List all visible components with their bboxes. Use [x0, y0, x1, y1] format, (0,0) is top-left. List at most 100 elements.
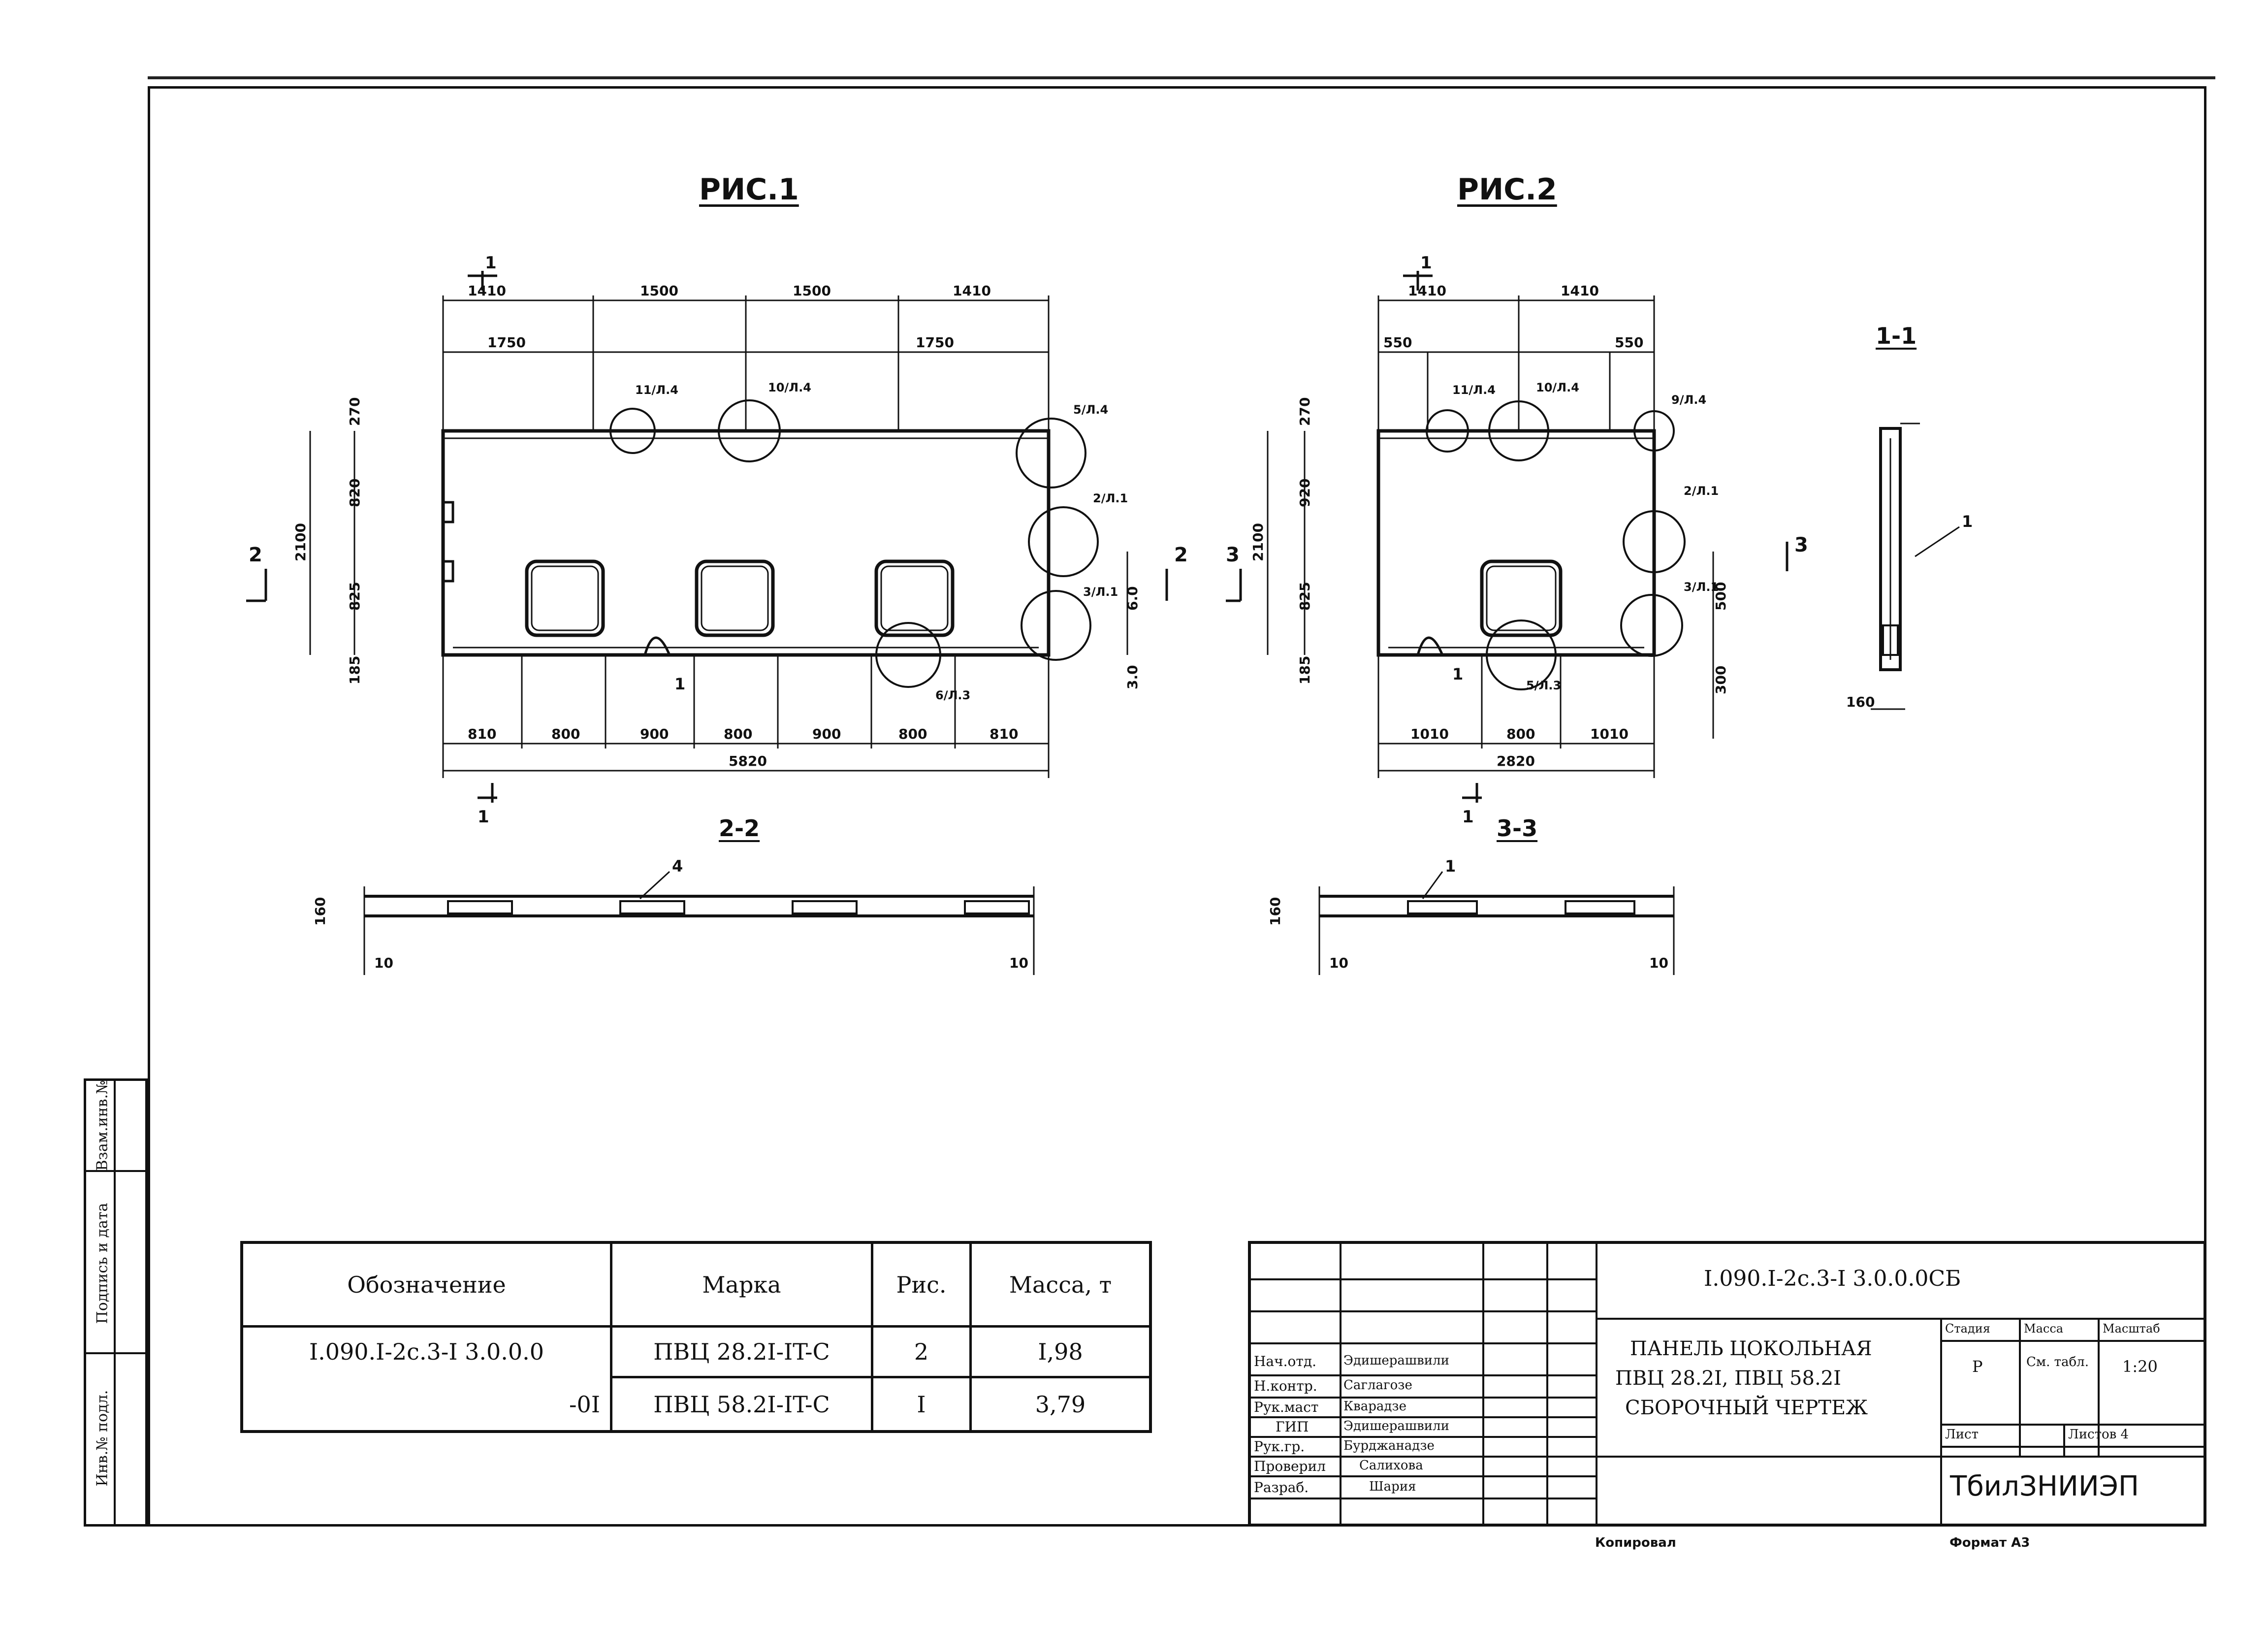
spec-header-designation: Обозначение	[347, 1271, 506, 1298]
tb-role-6: Проверил	[1254, 1458, 1326, 1474]
spec-col-divider	[969, 1244, 972, 1430]
spec-col-divider	[610, 1244, 612, 1430]
fig1-dim-top-4: 1410	[953, 283, 991, 299]
tb-grid-line	[1251, 1342, 1596, 1344]
tb-grid-line	[1546, 1244, 1548, 1525]
fig1-dim-left-5: 185	[347, 656, 363, 684]
fig2-title: РИС.2	[1457, 172, 1557, 207]
fig2-callout-3: 3/Л.1	[1684, 580, 1719, 594]
section-1-1-drawing: 1 160	[1846, 423, 1973, 710]
fig2-dim-top-1: 1410	[1408, 283, 1446, 299]
tb-name-6: Салихова	[1359, 1458, 1423, 1473]
side-label-inv-no: Инв.№ подл.	[94, 1390, 111, 1486]
side-strip-divider	[86, 1081, 116, 1524]
fig1-drawing: 1410 1500 1500 1410 1750 1750 270 2100 8…	[246, 253, 1188, 827]
fig2-dim-left-3: 920	[1297, 479, 1313, 507]
fig1-dim-top-3: 1500	[793, 283, 831, 299]
tb-grid-line	[1251, 1374, 1596, 1376]
section-3-3-callout: 1	[1445, 857, 1456, 876]
tb-grid-line	[1251, 1498, 1596, 1499]
fig2-callout-2: 2/Л.1	[1684, 484, 1719, 498]
fig2-dim-bottom-3: 1010	[1590, 726, 1629, 742]
tb-scale-value: 1:20	[2122, 1357, 2158, 1376]
fig1-dim-bottom-2: 800	[551, 726, 580, 742]
fig1-section-mark-top: 1	[485, 253, 497, 273]
fig2-dim-left-2: 2100	[1250, 523, 1266, 561]
tb-grid-line	[1482, 1244, 1484, 1525]
fig2-dim-left-5: 185	[1297, 656, 1313, 684]
section-2-2-right: 10	[1009, 955, 1028, 971]
spec-row2-fig: I	[917, 1391, 926, 1418]
fig2-callout-5: 5/Л.3	[1526, 679, 1561, 692]
tb-stage-header: Стадия	[1945, 1322, 1990, 1335]
tb-stage-value: Р	[1972, 1357, 1983, 1376]
fig1-callout-1: 1	[674, 675, 685, 693]
fig1-dim-left-3: 820	[347, 479, 363, 507]
fig2-dim-bottom-2: 800	[1506, 726, 1535, 742]
section-3-3-drawing: 160 1 10 10	[1267, 857, 1675, 975]
title-block: Нач.отд. Н.контр. Рук.маст ГИП Рук.гр. П…	[1248, 1241, 2206, 1527]
fig2-drawing: 1410 1410 550 550 270 2100 920 825 185 1…	[1226, 253, 1808, 827]
spec-row2-designation: -0I	[569, 1391, 600, 1418]
fig1-dim-top-2: 1500	[640, 283, 678, 299]
tb-grid-line	[1940, 1318, 1942, 1525]
side-strip-cell	[86, 1081, 145, 1172]
tb-grid-line	[1251, 1456, 1596, 1458]
fig1-callout-6: 6/Л.3	[935, 688, 970, 702]
fig1-dim-bottom-5: 900	[812, 726, 841, 742]
fig1-dim-bottom-1: 810	[468, 726, 496, 742]
tb-scale-header: Масштаб	[2103, 1322, 2160, 1335]
spec-col-divider	[871, 1244, 873, 1430]
fig2-dim-total: 2820	[1497, 753, 1535, 769]
tb-role-1: Нач.отд.	[1254, 1353, 1317, 1369]
section-3-3-thickness: 160	[1267, 897, 1283, 926]
footer-copied: Копировал	[1595, 1535, 1676, 1550]
tb-grid-line	[2019, 1318, 2021, 1456]
tb-grid-line	[2063, 1424, 2065, 1456]
tb-grid-line	[1251, 1416, 1596, 1418]
fig2-dim-right-2: 300	[1713, 666, 1729, 694]
tb-sheet-label: Лист	[1945, 1427, 1979, 1442]
tb-role-4: ГИП	[1276, 1419, 1309, 1435]
section-2-2-left: 10	[374, 955, 393, 971]
fig1-section-mark-left: 2	[249, 544, 262, 566]
spec-row-divider	[243, 1325, 1149, 1328]
footer-format: Формат А3	[1949, 1535, 2030, 1550]
fig2-dim-bottom-1: 1010	[1410, 726, 1449, 742]
fig1-dim-bottom-7: 810	[990, 726, 1018, 742]
side-approval-strip: Инв.№ подл. Подпись и дата Взам.инв.№	[84, 1078, 148, 1527]
tb-role-7: Разраб.	[1254, 1479, 1309, 1496]
section-2-2-drawing: 160 4 10 10	[312, 857, 1035, 975]
spec-row2-mark: ПВЦ 58.2I-IT-С	[653, 1391, 830, 1418]
tb-name-line-1: ПАНЕЛЬ ЦОКОЛЬНАЯ	[1630, 1337, 1872, 1360]
tb-grid-line	[1940, 1446, 2204, 1448]
tb-grid-line	[1251, 1475, 1596, 1477]
tb-mass-value: См. табл.	[2026, 1355, 2089, 1369]
tb-grid-line	[1596, 1456, 2204, 1458]
tb-role-5: Рук.гр.	[1254, 1438, 1305, 1455]
fig1-title: РИС.1	[699, 172, 799, 207]
section-2-2-thickness: 160	[312, 897, 328, 926]
spec-header-fig: Рис.	[896, 1271, 947, 1298]
section-2-2-title: 2-2	[719, 815, 760, 842]
section-3-3-title: 3-3	[1497, 815, 1538, 842]
tb-organization: ТбилЗНИИЭП	[1950, 1470, 2139, 1502]
section-3-3-left: 10	[1329, 955, 1348, 971]
section-3-3-right: 10	[1649, 955, 1668, 971]
fig1-dim-top-1: 1410	[468, 283, 506, 299]
fig1-dim-right-2: 3.0	[1124, 665, 1141, 689]
fig1-callout-11: 11/Л.4	[635, 383, 678, 397]
fig2-callout-11: 11/Л.4	[1452, 383, 1496, 397]
side-label-signature-date: Подпись и дата	[94, 1203, 111, 1324]
fig2-callout-9: 9/Л.4	[1671, 393, 1706, 407]
tb-grid-line	[1940, 1424, 2204, 1426]
spec-row2-mass: 3,79	[1035, 1391, 1086, 1418]
spec-header-mass: Масса, т	[1009, 1271, 1112, 1298]
spec-row1-mark: ПВЦ 28.2I-IT-С	[653, 1338, 830, 1365]
fig2-section-mark-top: 1	[1420, 253, 1432, 273]
fig2-dim-top-2: 1410	[1561, 283, 1599, 299]
fig1-callout-3: 3/Л.1	[1083, 585, 1118, 599]
fig2-section-mark-right: 3	[1794, 534, 1808, 556]
tb-grid-line	[1340, 1244, 1342, 1525]
tb-name-7: Шария	[1369, 1479, 1416, 1494]
